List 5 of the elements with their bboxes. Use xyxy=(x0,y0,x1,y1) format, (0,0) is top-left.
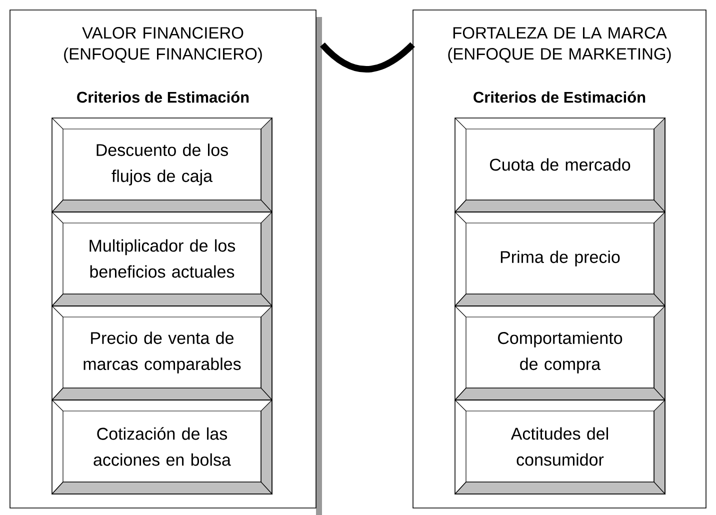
criteria-heading: Criterios de Estimación xyxy=(77,91,249,103)
panel-heading: FORTALEZA DE LA MARCA (ENFOQUE DE MARKETING) xyxy=(448,27,671,63)
connector-curve xyxy=(320,42,415,72)
criteria-heading: Criterios de Estimación xyxy=(474,91,646,103)
panel-heading: VALOR FINANCIERO (ENFOQUE FINANCIERO) xyxy=(64,27,262,63)
